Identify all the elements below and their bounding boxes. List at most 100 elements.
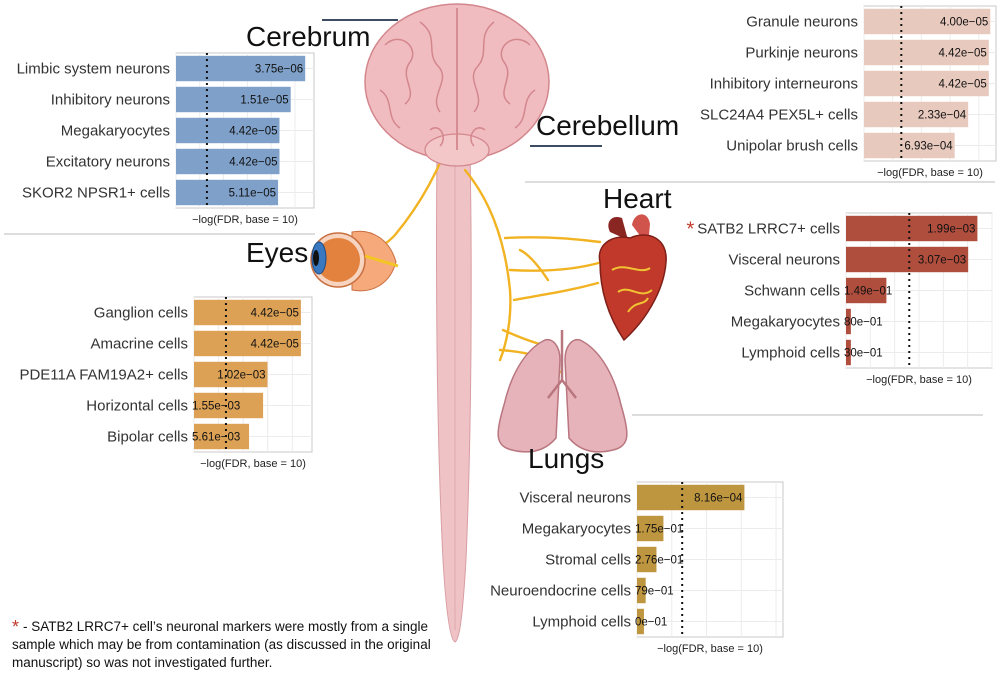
region-title-cerebellum: Cerebellum: [536, 110, 679, 141]
value-label: 4.42e−05: [939, 79, 987, 91]
value-label: 1.75e−01: [635, 524, 683, 536]
value-label: 0e−01: [635, 617, 667, 629]
value-label: 79e−01: [635, 586, 674, 598]
category-label: Stromal cells: [545, 552, 631, 569]
category-label: Horizontal cells: [86, 398, 188, 415]
x-axis-label: −log(FDR, base = 10): [200, 458, 306, 470]
bar: [846, 277, 887, 304]
category-label: Inhibitory interneurons: [710, 76, 858, 93]
category-label: Megakaryocytes: [731, 314, 840, 331]
bar: [637, 515, 664, 542]
bar: [846, 246, 969, 273]
value-label: 4.42e−05: [939, 48, 987, 60]
category-label: Megakaryocytes: [522, 521, 631, 538]
footnote-text: - SATB2 LRRC7+ cell’s neuronal markers w…: [12, 619, 431, 670]
eye-illustration: [310, 230, 399, 292]
bar: [864, 70, 989, 97]
x-axis-label: −log(FDR, base = 10): [866, 374, 972, 386]
value-label: 1.02e−03: [217, 370, 265, 382]
category-label: SKOR2 NPSR1+ cells: [22, 185, 170, 202]
value-label: 3.75e−06: [255, 64, 303, 76]
category-label: SLC24A4 PEX5L+ cells: [700, 107, 858, 124]
value-label: 80e−01: [844, 317, 883, 329]
region-title-eyes: Eyes: [246, 237, 308, 268]
x-axis-label: −log(FDR, base = 10): [657, 643, 763, 655]
value-label: 4.42e−05: [251, 308, 299, 320]
bar: [176, 148, 280, 175]
bar: [176, 117, 280, 144]
category-label: Purkinje neurons: [745, 45, 858, 62]
region-title-lungs: Lungs: [528, 443, 604, 474]
heart-illustration: [598, 214, 667, 342]
region-title-cerebrum: Cerebrum: [246, 21, 370, 52]
value-label: 3.07e−03: [918, 255, 966, 267]
flag-marker: *: [687, 219, 695, 241]
category-label: Lymphoid cells: [741, 345, 840, 362]
lungs-illustration: [497, 330, 628, 453]
region-title-heart: Heart: [603, 183, 672, 214]
category-label: Granule neurons: [746, 14, 858, 31]
bar: [637, 608, 644, 635]
brain-illustration: [364, 3, 550, 167]
value-label: 1.49e−01: [844, 286, 892, 298]
bar: [194, 361, 268, 388]
value-label: 1.99e−03: [927, 224, 975, 236]
value-label: 30e−01: [844, 348, 883, 360]
category-label: Limbic system neurons: [17, 61, 170, 78]
bar: [637, 577, 646, 604]
bar: [194, 330, 301, 357]
bar: [864, 101, 969, 128]
bar: [864, 8, 991, 35]
value-label: 4.42e−05: [229, 126, 277, 138]
bar: [637, 484, 745, 511]
bar: [194, 392, 264, 419]
value-label: 1.55e−03: [192, 401, 240, 413]
category-label: Bipolar cells: [107, 429, 188, 446]
bar: [864, 132, 955, 159]
category-label: Inhibitory neurons: [51, 92, 170, 109]
separator-lines: [4, 181, 995, 416]
x-axis-label: −log(FDR, base = 10): [192, 214, 298, 226]
cerebrum-chart: Limbic system neurons 3.75e−06Inhibitory …: [17, 52, 315, 226]
category-label: Megakaryocytes: [61, 123, 170, 140]
bar: [846, 308, 851, 335]
category-label: Visceral neurons: [729, 252, 840, 269]
bar: [194, 423, 250, 450]
category-label: Amacrine cells: [90, 336, 188, 353]
value-label: 2.33e−04: [918, 110, 967, 122]
value-label: 4.42e−05: [251, 339, 299, 351]
bar: [846, 215, 978, 242]
value-label: 2.76e−01: [635, 555, 683, 567]
bar: [637, 546, 657, 573]
category-label: Visceral neurons: [520, 490, 631, 507]
category-label: PDE11A FAM19A2+ cells: [19, 367, 188, 384]
bar: [176, 55, 306, 82]
value-label: 1.51e−05: [240, 95, 288, 107]
category-label: Ganglion cells: [94, 305, 188, 322]
value-label: 5.11e−05: [229, 188, 276, 200]
bar: [194, 299, 301, 326]
category-label: Schwann cells: [744, 283, 840, 300]
footnote-star: *: [12, 617, 20, 637]
x-axis-label: −log(FDR, base = 10): [877, 167, 983, 179]
category-label: SATB2 LRRC7+ cells: [697, 221, 840, 238]
category-label: Unipolar brush cells: [726, 138, 858, 155]
value-label: 4.00e−05: [940, 17, 988, 29]
bar: [176, 179, 279, 206]
category-label: Excitatory neurons: [46, 154, 170, 171]
value-label: 8.16e−04: [694, 493, 743, 505]
value-label: 6.93e−04: [904, 141, 953, 153]
bar: [846, 339, 851, 366]
bar: [864, 39, 989, 66]
spinal-cord-illustration: [436, 149, 472, 643]
category-label: Neuroendocrine cells: [490, 583, 631, 600]
pointer-lines: [322, 19, 602, 147]
value-label: 5.61e−03: [192, 432, 240, 444]
bar: [176, 86, 291, 113]
footnote: *- SATB2 LRRC7+ cell’s neuronal markers …: [12, 618, 442, 672]
